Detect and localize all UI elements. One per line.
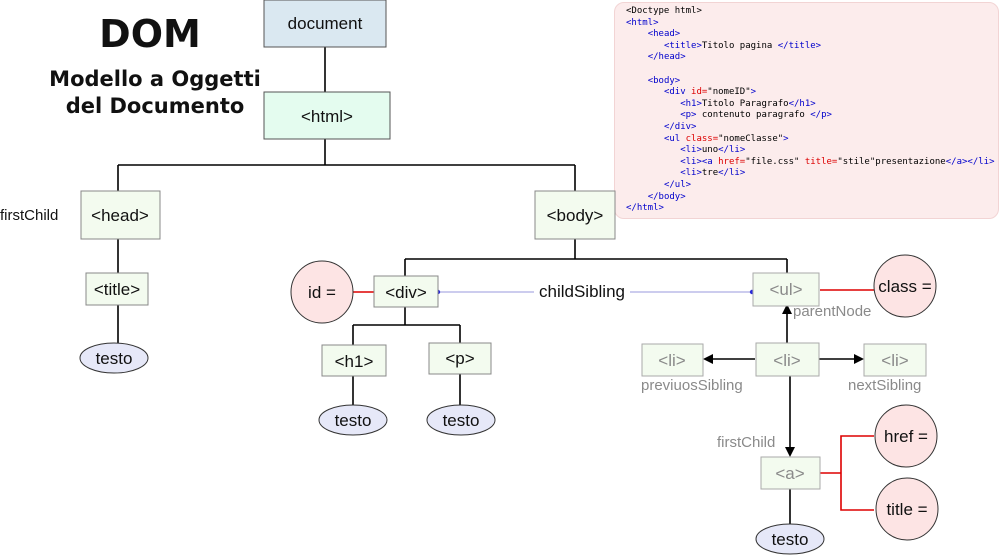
subtitle-line-2: del Documento xyxy=(65,94,245,118)
html-node: <html> xyxy=(263,91,391,140)
attribute-href-label: href = xyxy=(884,427,928,446)
code-line: </html> xyxy=(626,203,664,214)
relation-arrows xyxy=(703,304,864,457)
attribute-title-label: title = xyxy=(886,500,927,519)
previous-sibling-label: previuosSibling xyxy=(641,377,743,394)
code-line: <body> xyxy=(647,75,681,86)
code-text: contenuto paragrafo xyxy=(696,110,811,121)
first-child-label-right: firstChild xyxy=(717,434,775,451)
h1-node: <h1> xyxy=(321,344,387,377)
code-text: presentazione xyxy=(875,156,946,167)
code-line: </head> xyxy=(647,52,686,63)
code-tag: > xyxy=(783,133,789,144)
text-node-p-label: testo xyxy=(443,411,480,430)
ul-node-label: <ul> xyxy=(769,280,802,299)
code-tag: </a></li> xyxy=(945,156,995,167)
code-line: <Doctype html> xyxy=(626,6,702,16)
html-source-panel: <Doctype html> <html> <head> <title>Tito… xyxy=(614,2,999,219)
code-tag: <ul xyxy=(663,133,686,144)
code-line: </ul> xyxy=(663,179,692,190)
code-text: Titolo Paragrafo xyxy=(701,98,789,109)
code-tag: > xyxy=(750,87,757,98)
next-sibling-label: nextSibling xyxy=(848,377,921,394)
head-node: <head> xyxy=(80,190,161,240)
text-node-title-label: testo xyxy=(96,349,133,368)
p-node-label: <p> xyxy=(445,349,474,368)
document-node-label: document xyxy=(288,14,363,33)
title-node-label: <title> xyxy=(94,280,140,299)
code-tag: <li><a xyxy=(680,156,719,167)
code-value: "file.css" xyxy=(745,156,805,167)
text-node-title: testo xyxy=(79,342,149,374)
li-node-previous-label: <li> xyxy=(658,351,685,370)
html-source-code: <Doctype html> <html> <head> <title>Tito… xyxy=(626,6,995,215)
attribute-class-label: class = xyxy=(878,277,931,296)
li-node-previous: <li> xyxy=(641,343,704,377)
body-node: <body> xyxy=(534,190,616,240)
code-tag: </title> xyxy=(777,40,822,51)
h1-node-label: <h1> xyxy=(335,352,374,371)
code-text: Titolo pagina xyxy=(701,40,778,51)
code-line: <head> xyxy=(647,29,681,40)
parent-node-label: parentNode xyxy=(793,303,871,320)
code-line: <html> xyxy=(626,17,659,28)
code-tag: <li> xyxy=(680,168,702,179)
text-node-p: testo xyxy=(426,404,496,436)
code-line: </div> xyxy=(663,121,697,132)
li-node-current-label: <li> xyxy=(773,351,800,370)
code-tag: <h1> xyxy=(680,98,702,109)
code-attr: class= xyxy=(685,133,719,144)
div-node-label: <div> xyxy=(385,283,427,302)
a-node-label: <a> xyxy=(775,464,804,483)
child-sibling-label-bg xyxy=(534,281,630,303)
first-child-label-left: firstChild xyxy=(0,207,58,224)
head-node-label: <head> xyxy=(91,206,149,225)
title-node: <title> xyxy=(85,272,149,306)
attribute-id-label: id = xyxy=(308,283,336,302)
div-node: <div> xyxy=(373,275,439,308)
code-value: "stile" xyxy=(837,156,876,167)
html-node-label: <html> xyxy=(301,107,353,126)
li-node-next: <li> xyxy=(863,343,927,377)
code-tag: </h1> xyxy=(788,98,816,109)
code-text: tre xyxy=(701,168,719,179)
text-node-h1: testo xyxy=(318,404,388,436)
text-node-h1-label: testo xyxy=(335,411,372,430)
code-tag: </li> xyxy=(718,168,746,179)
tree-connectors xyxy=(117,47,791,524)
attribute-class: class = xyxy=(873,254,937,318)
subtitle-line-1: Modello a Oggetti xyxy=(49,67,261,91)
code-text: uno xyxy=(701,145,719,156)
code-attr: title= xyxy=(804,156,838,167)
diagram-subtitle: Modello a Oggetti del Documento xyxy=(40,66,270,120)
p-node: <p> xyxy=(428,342,492,375)
child-sibling-label: childSibling xyxy=(539,282,625,301)
li-node-current: <li> xyxy=(755,342,820,377)
code-attr: id= xyxy=(691,87,708,98)
code-line: </body> xyxy=(647,191,686,202)
text-node-a-label: testo xyxy=(772,530,809,549)
code-tag: <p> xyxy=(680,110,697,121)
attribute-href: href = xyxy=(874,404,938,468)
code-tag: <title> xyxy=(663,40,702,51)
body-node-label: <body> xyxy=(547,206,604,225)
ul-node: <ul> xyxy=(752,272,820,307)
a-node: <a> xyxy=(760,456,821,490)
code-value: "nomeClasse" xyxy=(718,133,784,144)
li-node-next-label: <li> xyxy=(881,351,908,370)
code-tag: <div xyxy=(663,87,692,98)
document-node: document xyxy=(263,0,387,48)
attribute-id: id = xyxy=(290,260,354,324)
code-attr: href= xyxy=(718,156,746,167)
code-tag: </p> xyxy=(810,110,832,121)
diagram-title: DOM xyxy=(99,12,201,56)
code-tag: <li> xyxy=(680,145,702,156)
code-value: "nomeID" xyxy=(707,87,751,98)
code-tag: </li> xyxy=(718,145,746,156)
text-node-a: testo xyxy=(755,523,825,555)
attribute-title: title = xyxy=(875,477,939,541)
